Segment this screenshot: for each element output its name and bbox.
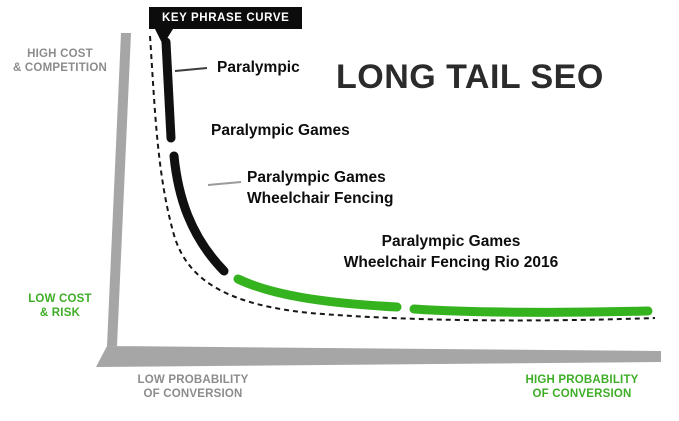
annotation-paralympic-games: Paralympic Games xyxy=(211,122,350,139)
key-phrase-curve-label: KEY PHRASE CURVE xyxy=(149,7,303,29)
key-phrase-pointer-icon xyxy=(155,29,173,45)
annotation-paralympic: Paralympic xyxy=(217,59,300,76)
paralympic-connector-line xyxy=(174,67,208,72)
y-axis-top-label: HIGH COST & COMPETITION xyxy=(13,48,107,74)
curve-segment-green-2 xyxy=(409,304,653,317)
x-axis-right-label: HIGH PROBABILITY OF CONVERSION xyxy=(525,374,639,400)
annotation-paralympic-games-wheelchair-fencing-rio-2016: Paralympic Games Wheelchair Fencing Rio … xyxy=(343,233,559,271)
curve-segment-black-2 xyxy=(169,151,229,276)
x-axis-left-label: LOW PROBABILITY OF CONVERSION xyxy=(137,374,249,400)
y-axis-bottom-label: LOW COST & RISK xyxy=(28,293,92,319)
x-axis-beam xyxy=(96,346,661,367)
annotation-paralympic-games-wheelchair-fencing: Paralympic Games Wheelchair Fencing xyxy=(247,169,394,207)
curve-segment-green-1 xyxy=(233,274,402,312)
page-title: LONG TAIL SEO xyxy=(336,58,604,96)
wheelchair-fencing-connector-line xyxy=(207,181,242,186)
dashed-long-tail-curve xyxy=(149,35,656,322)
curve-segment-black-1 xyxy=(161,37,176,143)
y-axis-beam xyxy=(107,33,131,346)
